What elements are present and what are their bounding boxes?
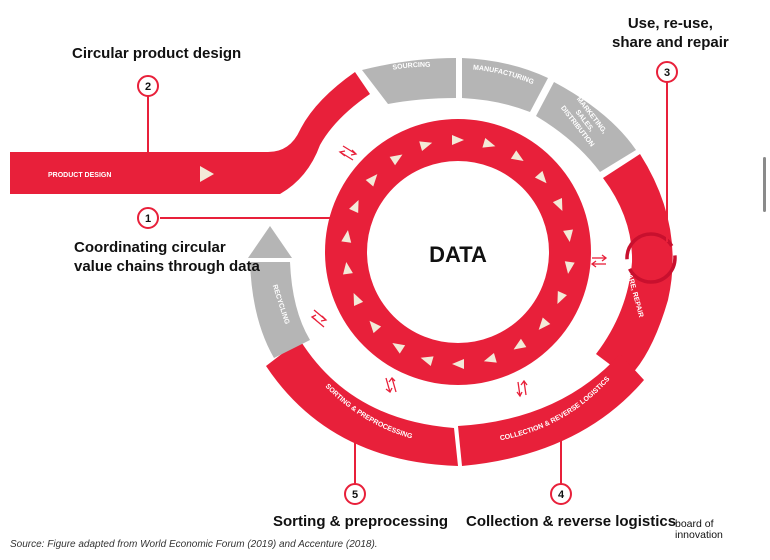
collection-segment: [458, 354, 644, 466]
ring-flow-arrow: [392, 342, 406, 354]
callout-circular-product-design: Circular product design: [72, 45, 242, 62]
exchange-arrow-recycling: [310, 309, 328, 328]
sourcing-label: SOURCING: [392, 62, 431, 72]
marker-5-number: 5: [352, 489, 358, 501]
ring-flow-arrow: [341, 230, 352, 243]
ring-flow-arrow: [510, 150, 524, 162]
marketing-segment: [536, 82, 636, 172]
marker-1: 1: [137, 207, 159, 229]
logo-line1: board of: [675, 518, 714, 530]
callout-collection: Collection & reverse logistics: [466, 513, 677, 530]
product-design-band: [10, 72, 370, 194]
use-segment: [596, 154, 673, 378]
recycling-segment: [250, 262, 310, 358]
ring-flow-arrow: [343, 261, 353, 275]
data-center-label: DATA: [429, 242, 487, 267]
marker-4: 4: [550, 483, 572, 505]
ring-flow-arrow: [538, 317, 551, 330]
ring-flow-arrow: [353, 293, 364, 307]
marker-3: 3: [656, 61, 678, 83]
flow-arrow: [200, 166, 214, 182]
callout-use-reuse-line1: Use, re-use,: [627, 15, 713, 32]
callout-use-reuse-line2: share and repair: [612, 34, 729, 51]
ring-flow-arrow: [419, 141, 433, 151]
source-caption: Source: Figure adapted from World Econom…: [10, 539, 378, 550]
repair-cycle-icon: [625, 232, 677, 284]
marker-2: 2: [137, 75, 159, 97]
manufacturing-segment: [462, 58, 548, 112]
ring-flow-arrow: [483, 353, 497, 363]
exchange-arrow-sorting: [385, 377, 397, 393]
callout-sorting: Sorting & preprocessing: [273, 513, 449, 530]
ring-flow-arrow: [513, 338, 527, 350]
ring-flow-arrow: [452, 135, 464, 145]
marker-1-number: 1: [145, 213, 151, 225]
board-of-innovation-logo: board of innovation: [675, 519, 723, 541]
ring-flow-arrow: [563, 229, 573, 243]
marker-3-number: 3: [664, 67, 670, 79]
sourcing-segment: [362, 58, 456, 104]
callout-coordinating-line2: value chains through data: [74, 258, 260, 275]
callout-use-reuse: Use, re-use, share and repair: [612, 14, 729, 52]
ring-flow-arrow: [552, 197, 563, 211]
recycling-arrowhead: [248, 226, 292, 258]
product-design-label: PRODUCT DESIGN: [48, 172, 111, 179]
exchange-arrow-use: [590, 254, 608, 268]
ring-flow-arrow: [420, 356, 434, 366]
logo-line2: innovation: [675, 529, 723, 541]
exchange-arrow-collection: [516, 379, 528, 398]
ring-flow-arrow: [557, 290, 567, 304]
ring-flow-arrow: [389, 154, 403, 166]
ring-flow-arrow: [482, 138, 496, 148]
ring-flow-arrow: [534, 170, 547, 184]
marker-2-number: 2: [145, 81, 151, 93]
callout-coordinating-line1: Coordinating circular: [74, 239, 226, 256]
ring-flow-arrow: [369, 320, 382, 334]
ring-flow-arrow: [564, 261, 575, 274]
ring-flow-arrow: [349, 200, 359, 214]
ring-arrows: [341, 135, 575, 369]
sorting-segment: [266, 340, 458, 466]
callout-coordinating: Coordinating circular value chains throu…: [74, 238, 260, 276]
vertical-scrollbar[interactable]: [763, 157, 766, 212]
ring-flow-arrow: [452, 359, 464, 369]
marker-5: 5: [344, 483, 366, 505]
exchange-arrow-sourcing: [338, 145, 358, 161]
marker-4-number: 4: [558, 489, 565, 501]
ring-flow-arrow: [365, 174, 378, 187]
